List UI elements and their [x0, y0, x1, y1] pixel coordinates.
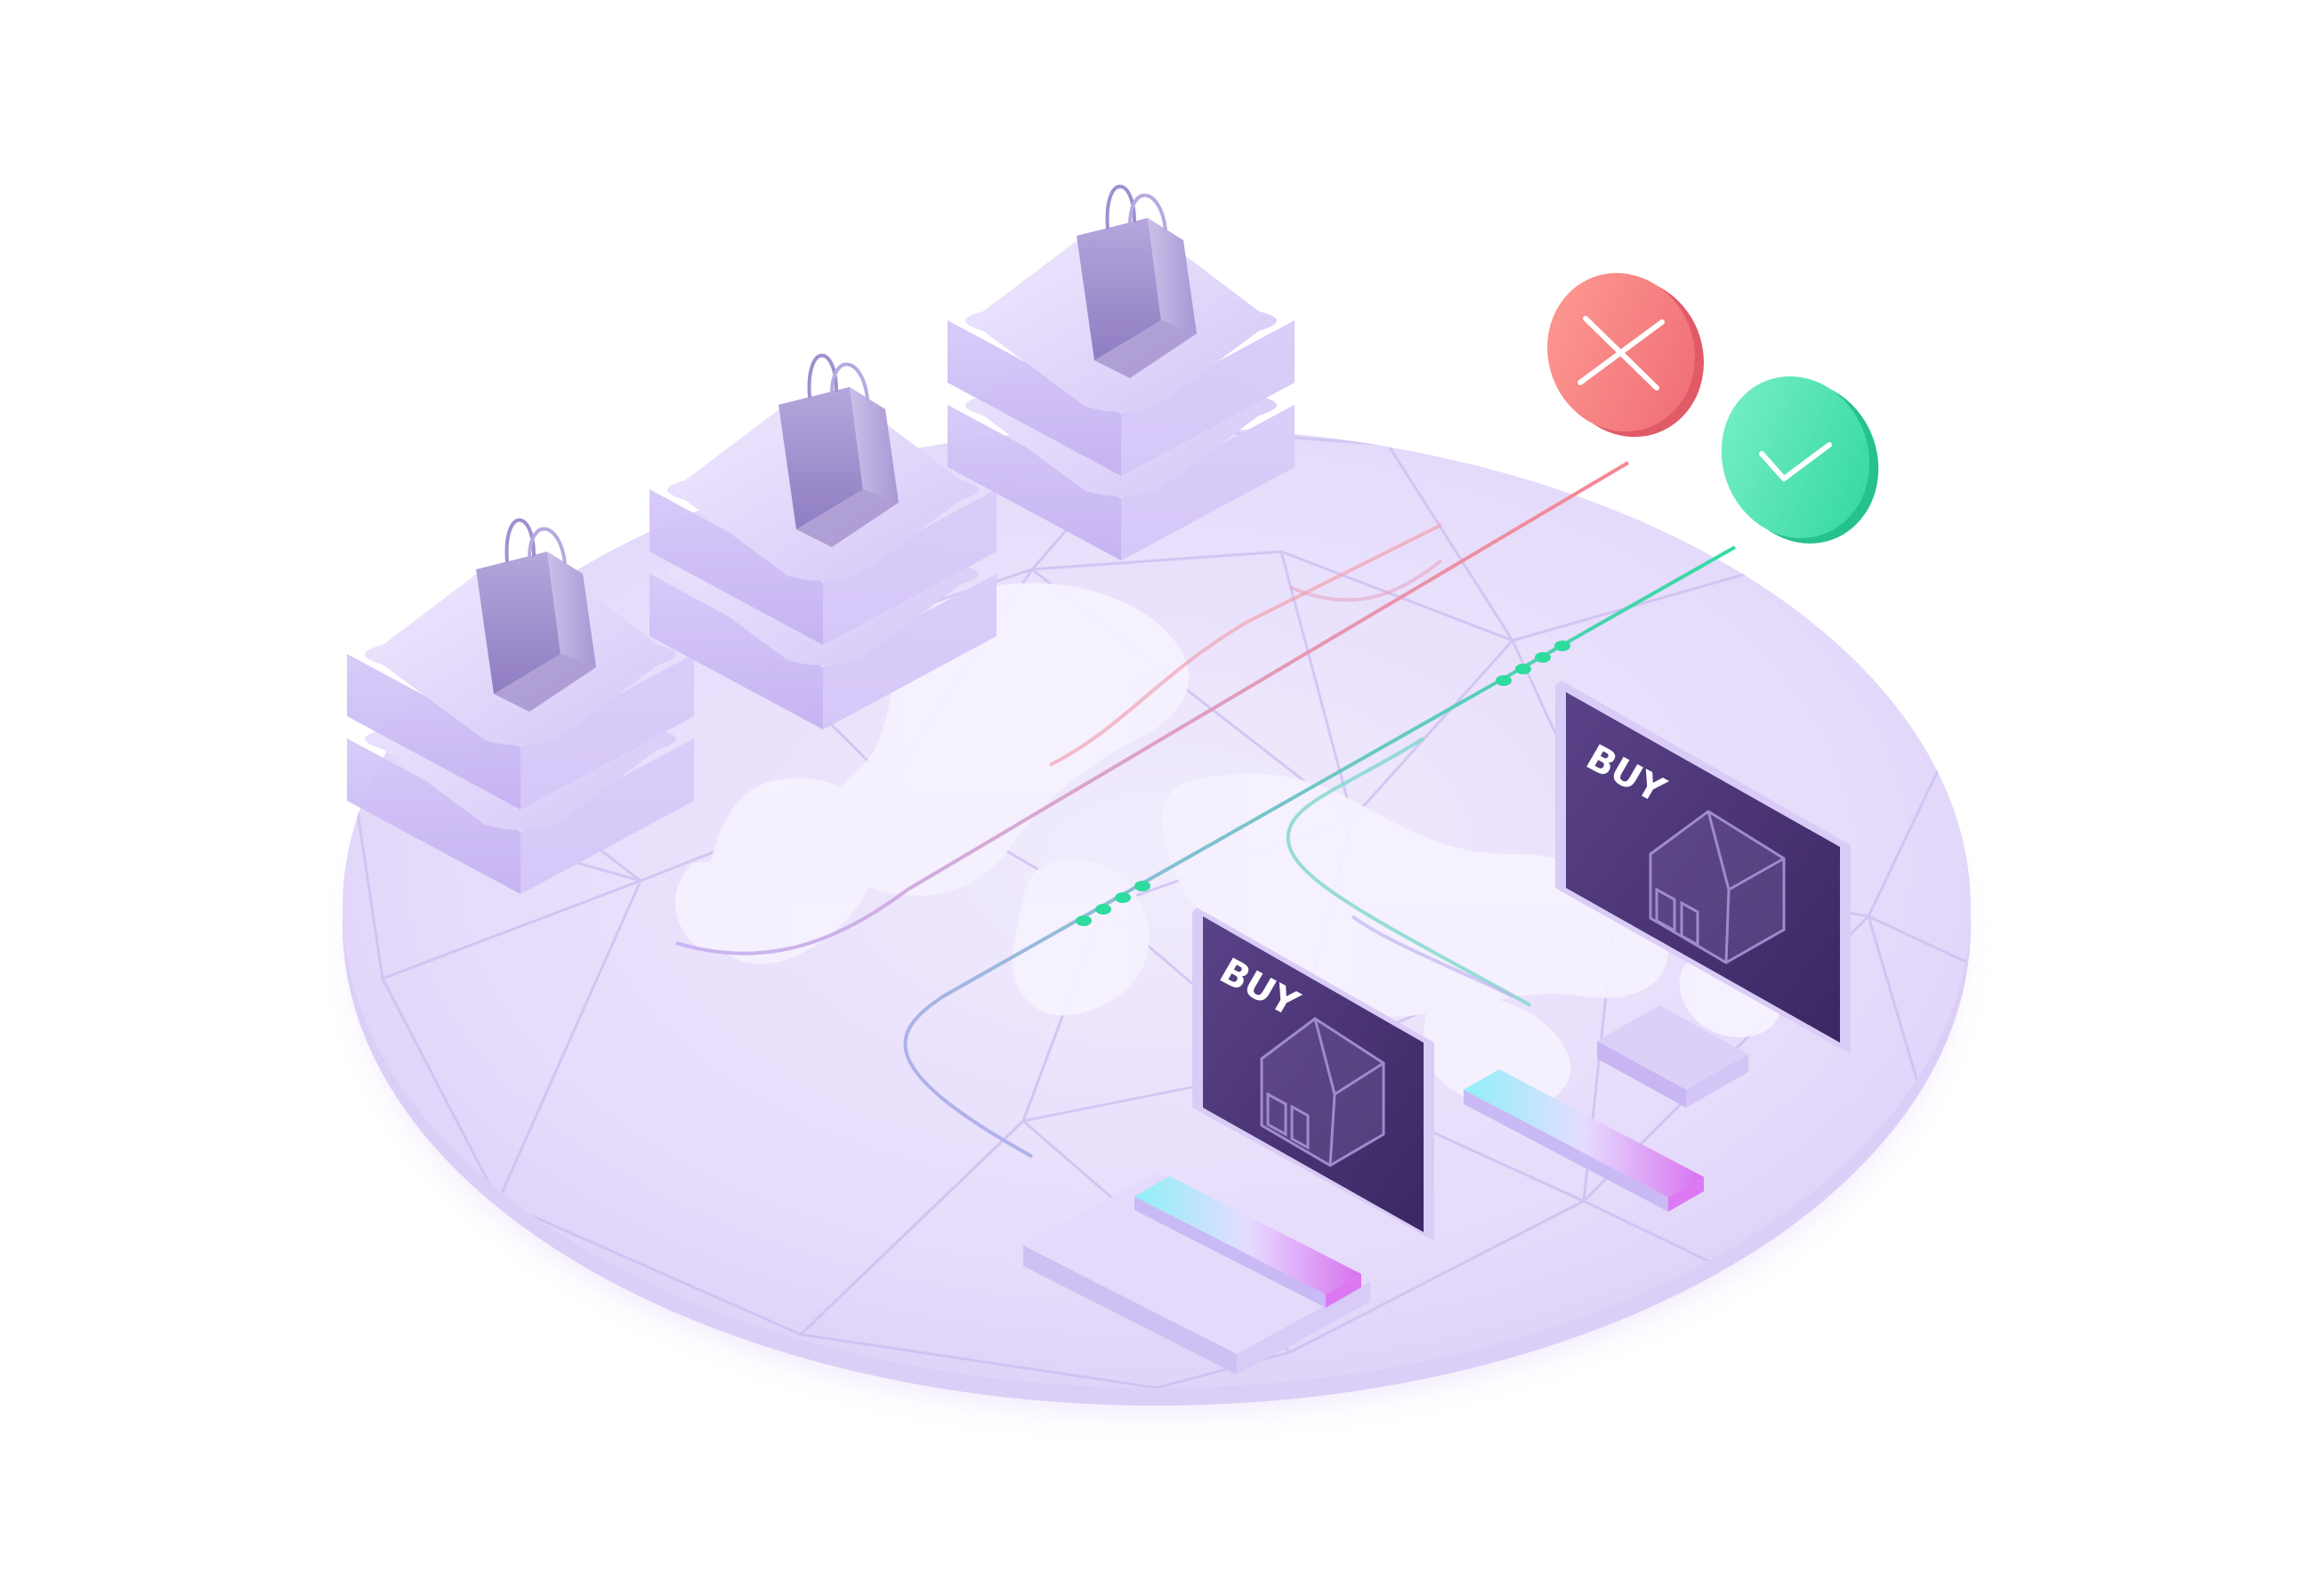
product-blocks [347, 184, 1295, 894]
house-icon [1260, 1017, 1385, 1167]
product-stack-2 [650, 353, 997, 730]
shopping-bag-icon [1077, 184, 1197, 378]
shopping-bag-icon [779, 353, 899, 547]
device-1: BUY [1023, 907, 1434, 1374]
house-icon [1649, 810, 1786, 964]
data-packets [1076, 641, 1570, 926]
payment-bar-1 [1134, 1176, 1361, 1294]
checkmark-icon [1759, 442, 1832, 481]
approved-transaction-line [903, 545, 1736, 1158]
product-stack-1 [347, 518, 694, 894]
device-2: BUY [1464, 681, 1851, 1212]
accept-coin [1721, 376, 1879, 544]
close-icon [1578, 316, 1665, 391]
shopping-bag-icon [476, 518, 596, 712]
transaction-lines [675, 461, 1736, 1158]
reject-coin [1547, 272, 1704, 438]
product-stack-3 [948, 184, 1295, 560]
rejected-transaction-line [675, 461, 1630, 955]
